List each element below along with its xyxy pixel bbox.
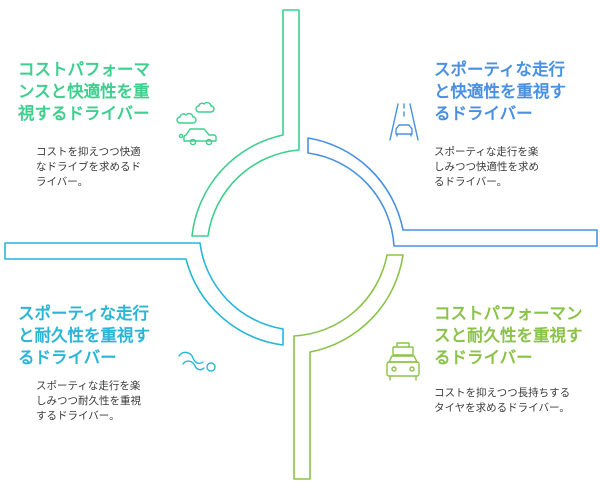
segment-top-right — [307, 137, 598, 247]
segment-bottom-right — [293, 254, 404, 480]
car-with-clouds-icon — [176, 101, 217, 146]
quadrant-title-bottom-left: スポーティな走行 と耐久性を重視す るドライバー — [18, 304, 150, 367]
car-on-road-icon — [389, 103, 419, 141]
segment-top-left — [191, 9, 300, 237]
winding-road-icon — [178, 351, 216, 372]
quadrant-title-top-right: スポーティな走行 と快適性を重視す るドライバー — [434, 60, 566, 123]
segment-bottom-left — [4, 242, 284, 346]
car-with-luggage-icon — [386, 342, 420, 381]
quadrant-title-top-left: コストパフォーマ ンスと快適性を重 視するドライバー — [18, 60, 150, 123]
quadrant-title-bottom-right: コストパフォーマン スと耐久性を重視す るドライバー — [434, 304, 583, 367]
quadrant-description-top-right: スポーティな走行を楽 しみつつ快適性を求め るドライバー。 — [434, 146, 539, 188]
quadrant-description-top-left: コストを抑えつつ快適 なドライブを求めるド ライバー。 — [36, 146, 141, 188]
quadrant-description-bottom-left: スポーティな走行を楽 しみつつ耐久性を重視 するドライバー。 — [36, 380, 141, 422]
quadrant-description-bottom-right: コストを抑えつつ長持ちする タイヤを求めるドライバー。 — [434, 387, 571, 414]
